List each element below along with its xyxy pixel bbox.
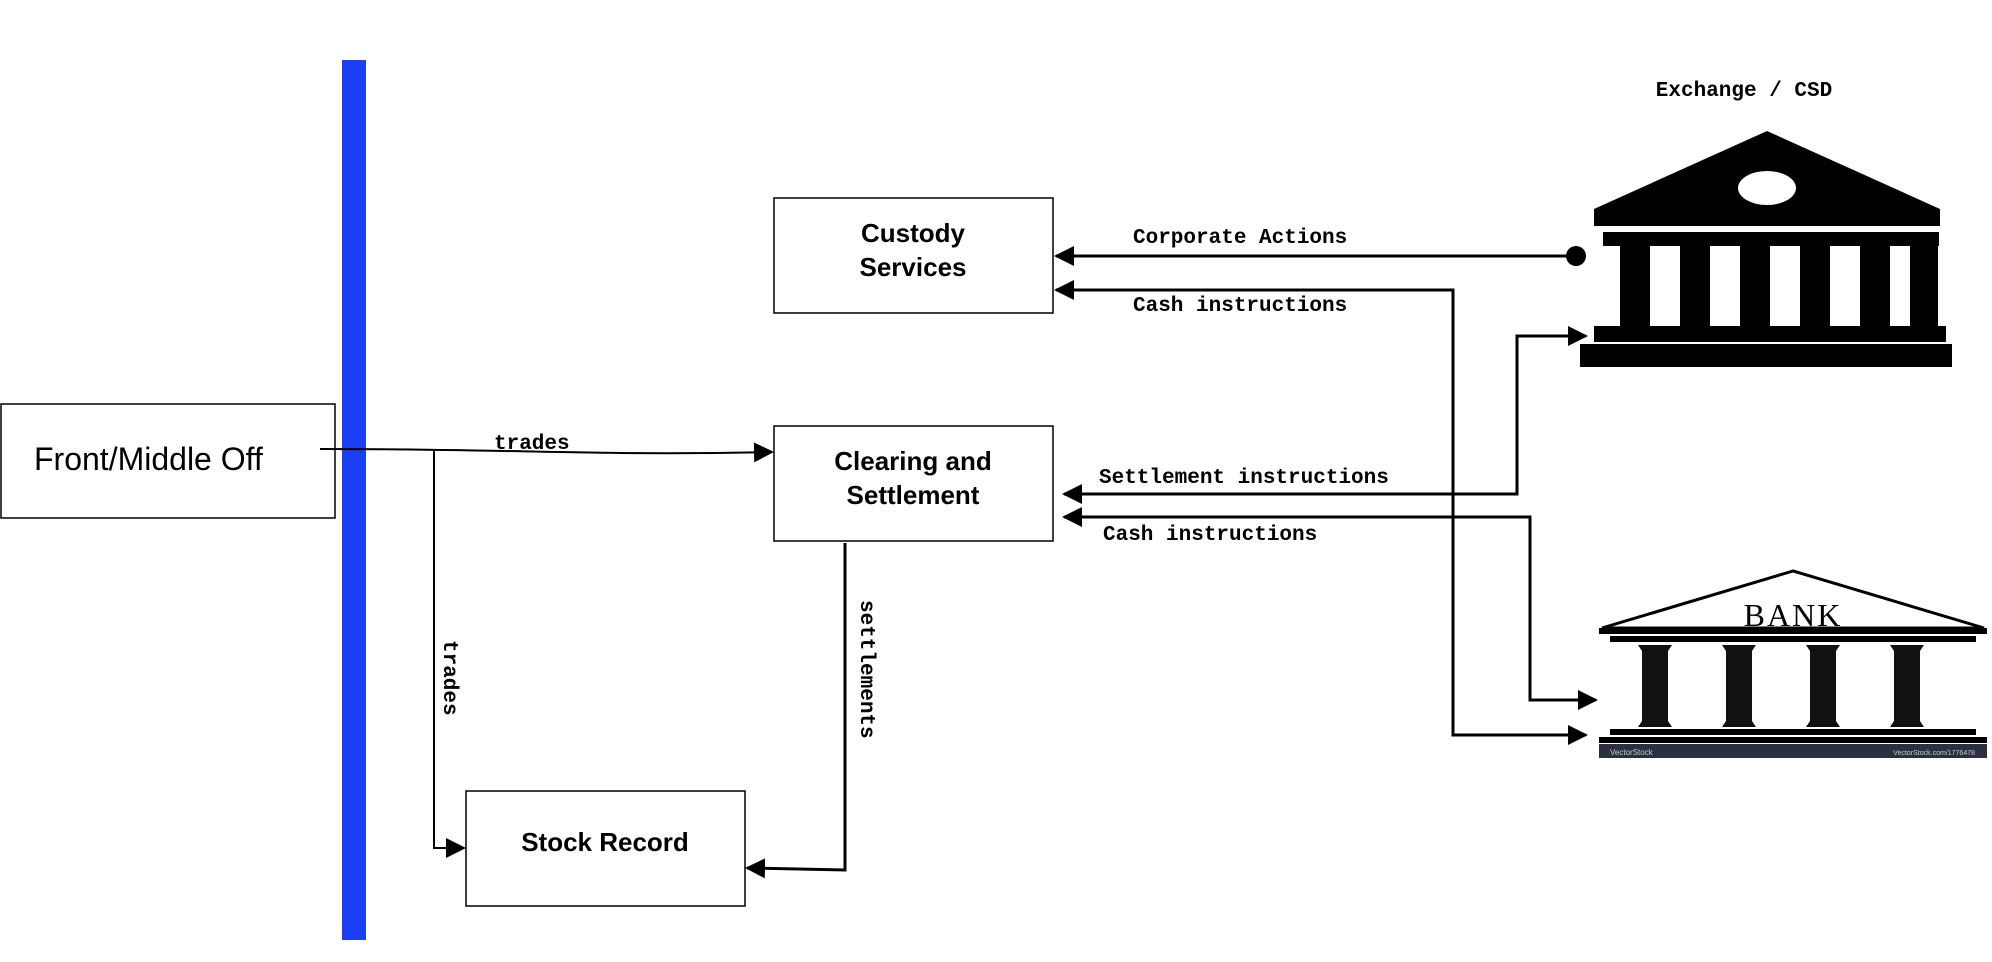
edge-cash-instructions-clearing — [1062, 507, 1598, 710]
exchange-building-icon — [1580, 131, 1952, 367]
custody-label-line1: Custody — [861, 218, 966, 248]
edge-trades-to-clearing — [319, 442, 774, 463]
front-office-label: Front/Middle Off — [34, 441, 263, 477]
clearing-label-line1: Clearing and — [834, 446, 991, 476]
custody-label-line2: Services — [860, 252, 967, 282]
edge-label-trades-clearing: trades — [494, 433, 570, 456]
edge-label-settlement-instructions: Settlement instructions — [1099, 467, 1389, 490]
custody-services-node: Custody Services — [773, 197, 1054, 314]
edge-cash-instructions-custody — [1054, 280, 1588, 745]
edge-trades-to-stock — [433, 451, 466, 858]
stock-record-node: Stock Record — [465, 790, 746, 907]
integration-bus-bar — [342, 60, 366, 940]
stock-record-label: Stock Record — [521, 827, 689, 857]
clearing-settlement-node: Clearing and Settlement — [773, 425, 1054, 542]
exchange-csd-label: Exchange / CSD — [1656, 80, 1832, 103]
bank-watermark-band — [1599, 744, 1987, 758]
bank-building-icon: BANK VectorStock VectorStock.com/1776478 — [1599, 569, 1987, 758]
edge-label-corporate-actions: Corporate Actions — [1133, 227, 1347, 250]
clearing-label-line2: Settlement — [847, 480, 980, 510]
edge-settlements — [745, 543, 847, 879]
bank-watermark-right: VectorStock.com/1776478 — [1893, 750, 1975, 757]
edge-label-cash-instructions-custody: Cash instructions — [1133, 295, 1347, 318]
front-office-node: Front/Middle Off — [0, 403, 336, 519]
bank-word: BANK — [1744, 597, 1843, 633]
edge-label-settlements: settlements — [854, 600, 877, 739]
edge-settlement-instructions — [1062, 326, 1588, 504]
corporate-actions-source-dot — [1566, 246, 1586, 266]
edge-label-cash-instructions-clearing: Cash instructions — [1103, 524, 1317, 547]
edge-label-trades-stock: trades — [437, 640, 460, 716]
bank-watermark-left: VectorStock — [1610, 748, 1654, 757]
